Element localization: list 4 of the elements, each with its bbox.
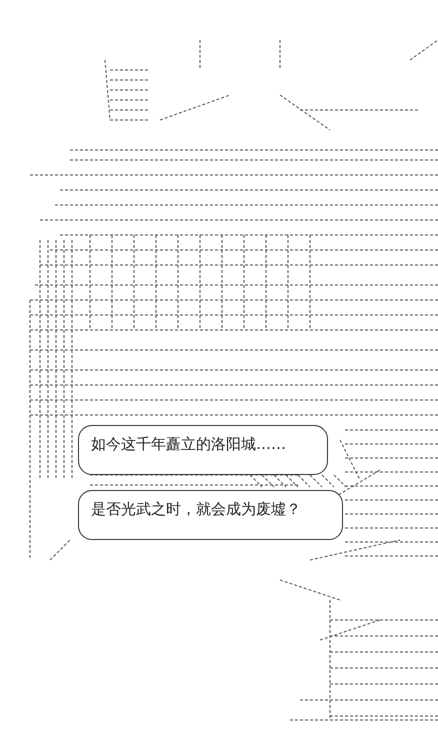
speech-bubble [78,490,343,540]
dialogue-text: 如今这千年矗立的洛阳城…… [91,435,286,453]
speech-bubble [78,425,328,475]
dialogue-text: 是否光武之时，就会成为废墟？ [91,500,301,518]
